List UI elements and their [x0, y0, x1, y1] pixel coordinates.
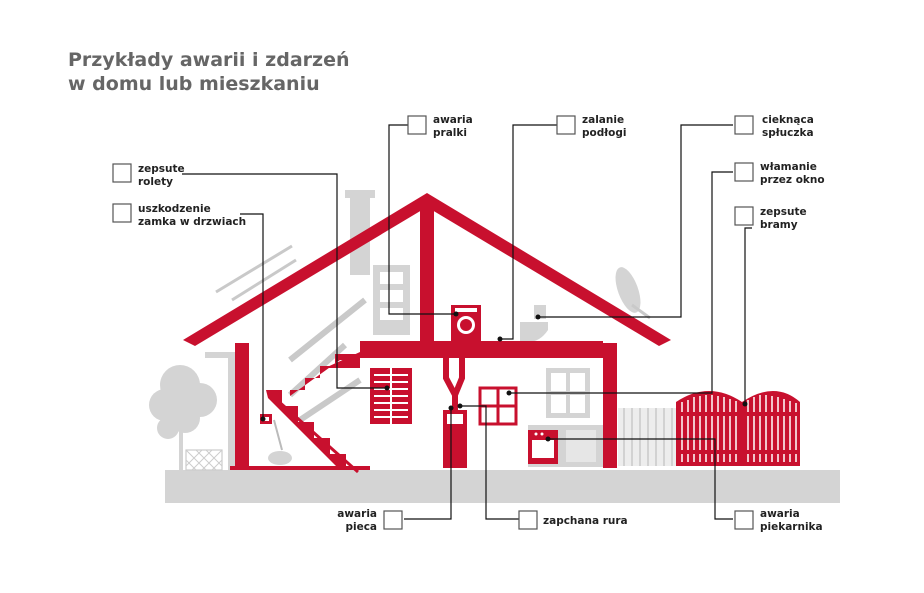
staircase — [266, 354, 360, 474]
callout-zepsute-bramy: zepsute bramy — [734, 206, 807, 231]
label-podloga-2: podłogi — [582, 127, 626, 139]
label-spluczka-1: cieknąca — [762, 114, 814, 126]
label-piec-1: awaria — [337, 508, 377, 520]
chimney-pipe — [443, 358, 465, 410]
checkbox-awaria-piekarnika[interactable] — [734, 510, 754, 530]
callout-awaria-piekarnika: awaria piekarnika — [734, 508, 823, 533]
label-rolety-2: rolety — [138, 176, 173, 188]
label-podloga-1: zalanie — [582, 114, 624, 126]
center-post — [420, 200, 434, 342]
checkbox-zapchana-rura[interactable] — [518, 510, 538, 530]
title-line-2: w domu lub mieszkaniu — [68, 73, 320, 95]
left-wall — [235, 343, 249, 468]
garden-trellis — [185, 449, 223, 471]
label-spluczka-2: spłuczka — [762, 127, 814, 139]
label-bramy-1: zepsute — [760, 206, 807, 218]
callout-zapchana-rura: zapchana rura — [518, 510, 628, 530]
satellite-dish — [615, 267, 651, 320]
label-rolety-1: zepsute — [138, 163, 185, 175]
label-rura: zapchana rura — [543, 515, 628, 527]
label-piekarnik-1: awaria — [760, 508, 800, 520]
leader-lines — [182, 124, 752, 520]
label-pralka-2: pralki — [433, 127, 467, 139]
callout-awaria-pralki: awaria pralki — [407, 114, 473, 139]
attic-window-grey — [373, 265, 410, 335]
checkbox-zalanie-podlogi[interactable] — [556, 115, 576, 135]
checkbox-wlamanie[interactable] — [734, 162, 754, 182]
grey-fence — [618, 408, 676, 466]
title-line-1: Przykłady awarii i zdarzeń — [68, 49, 350, 71]
checkbox-cieknaca-spluczka[interactable] — [734, 115, 754, 135]
ground — [165, 470, 840, 503]
checkbox-awaria-pieca[interactable] — [383, 510, 403, 530]
ground-floor-line — [230, 466, 370, 470]
right-wall — [603, 343, 617, 468]
checkbox-awaria-pralki[interactable] — [407, 115, 427, 135]
checkbox-uszkodzenie-zamka[interactable] — [112, 203, 132, 223]
label-zamek-1: uszkodzenie — [138, 203, 211, 215]
label-pralka-1: awaria — [433, 114, 473, 126]
toilet — [520, 305, 548, 344]
checkbox-zepsute-rolety[interactable] — [112, 163, 132, 183]
house-frame — [183, 193, 671, 470]
staircase-shadow — [287, 297, 367, 423]
vacuum-cleaner — [268, 419, 292, 465]
drainpipe — [205, 352, 236, 470]
checkbox-zepsute-bramy[interactable] — [734, 206, 754, 226]
callout-uszkodzenie-zamka: uszkodzenie zamka w drzwiach — [112, 203, 246, 228]
oven — [528, 430, 558, 464]
floor-slab — [360, 341, 603, 358]
diagram-title: Przykłady awarii i zdarzeń w domu lub mi… — [68, 48, 350, 96]
label-bramy-2: bramy — [760, 219, 798, 231]
callout-zalanie-podlogi: zalanie podłogi — [556, 114, 626, 139]
washing-machine — [451, 305, 481, 341]
label-wlamanie-2: przez okno — [760, 174, 825, 186]
callout-zepsute-rolety: zepsute rolety — [112, 163, 185, 188]
label-piekarnik-2: piekarnika — [760, 521, 823, 533]
callout-awaria-pieca: awaria pieca — [337, 508, 403, 533]
roller-shutter-window — [370, 368, 412, 424]
tree — [149, 365, 217, 470]
label-wlamanie-1: włamanie — [760, 161, 817, 173]
red-gate — [676, 391, 800, 466]
callout-cieknaca-spluczka: cieknąca spłuczka — [734, 114, 814, 139]
label-zamek-2: zamka w drzwiach — [138, 216, 246, 228]
furnace — [443, 410, 467, 468]
door-lock — [260, 414, 272, 424]
label-piec-2: pieca — [345, 521, 377, 533]
callout-wlamanie: włamanie przez okno — [734, 161, 825, 186]
